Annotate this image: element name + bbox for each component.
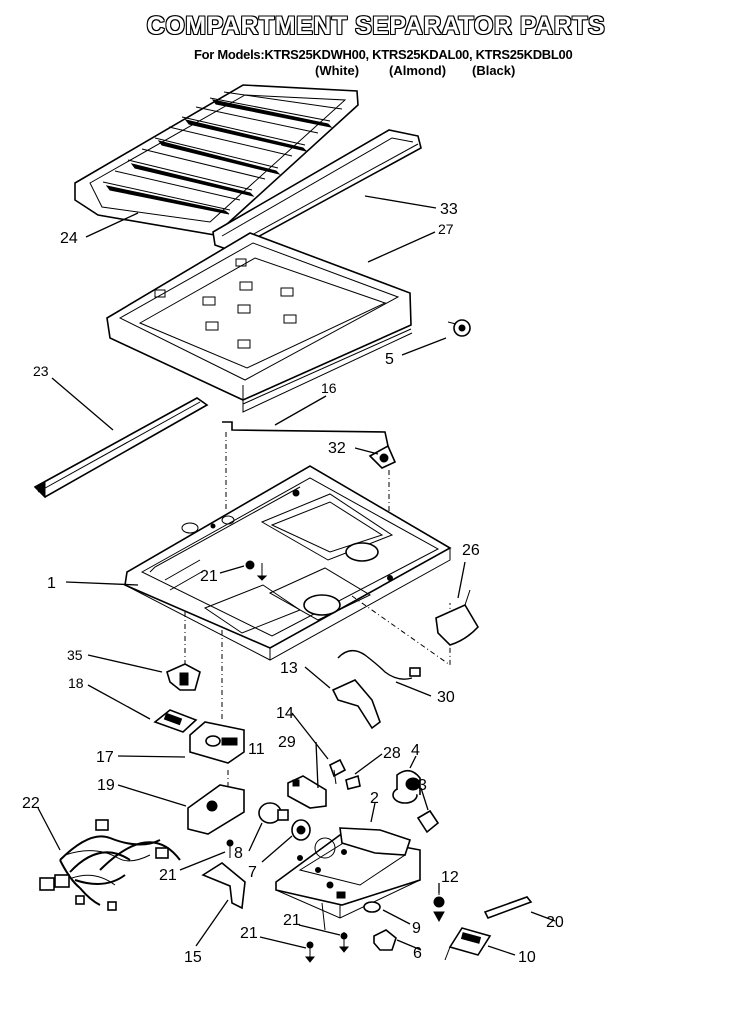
bracket-part-13 xyxy=(331,679,381,730)
lamp-socket-part-7 xyxy=(291,819,311,841)
callout-29: 29 xyxy=(278,734,296,751)
bracket-part-35 xyxy=(166,663,201,691)
thermostat-part-32 xyxy=(368,444,397,580)
deflector-part-15 xyxy=(201,862,246,910)
callout-20: 20 xyxy=(546,914,564,931)
gasket-strip-part-23 xyxy=(33,397,209,499)
callout-8: 8 xyxy=(234,845,243,862)
callout-18: 18 xyxy=(68,675,84,691)
callout-10: 10 xyxy=(518,949,536,966)
sensor-wire-part-30 xyxy=(337,650,421,680)
callout-35: 35 xyxy=(67,647,83,663)
screw-part-21-lamp xyxy=(226,839,234,858)
callout-9: 9 xyxy=(412,920,421,937)
callout-1: 1 xyxy=(47,575,56,592)
callout-27: 27 xyxy=(438,221,454,237)
callout-21-bottom-left: 21 xyxy=(240,925,258,942)
damper-motor-part-4 xyxy=(392,769,421,804)
screw-part-21-bottom-left xyxy=(304,941,316,963)
shelf-frame-part-27 xyxy=(106,232,413,413)
front-trim-part-33 xyxy=(212,129,422,252)
color-white-label: (White) xyxy=(315,63,360,78)
callout-2: 2 xyxy=(370,790,379,807)
leader-lines xyxy=(37,195,556,956)
callout-19: 19 xyxy=(97,777,115,794)
switch-part-6 xyxy=(373,929,397,951)
control-bracket-part-2 xyxy=(275,827,421,931)
screw-part-12 xyxy=(433,890,445,923)
shelf-grille-part-24 xyxy=(74,84,359,236)
spacer-part-9 xyxy=(363,901,381,913)
models-line: For Models:KTRS25KDWH00, KTRS25KDAL00, K… xyxy=(194,47,573,62)
separator-base-part-1 xyxy=(124,465,452,722)
clip-part-5 xyxy=(447,319,471,337)
page-title: COMPARTMENT SEPARATOR PARTS xyxy=(146,12,606,40)
callout-28: 28 xyxy=(383,745,401,762)
callout-33: 33 xyxy=(440,201,458,218)
callout-4: 4 xyxy=(411,742,420,759)
rod-part-20 xyxy=(483,896,533,920)
callout-12: 12 xyxy=(441,869,459,886)
callout-21-lamp: 21 xyxy=(159,867,177,884)
callout-15: 15 xyxy=(184,949,202,966)
callout-13: 13 xyxy=(280,660,298,677)
control-panel-part-19 xyxy=(187,770,245,835)
callout-6: 6 xyxy=(413,945,422,962)
callout-24: 24 xyxy=(60,230,78,247)
color-almond-label: (Almond) xyxy=(389,63,447,78)
callout-23: 23 xyxy=(33,363,49,379)
small-bracket-part-3 xyxy=(416,809,440,834)
callout-11: 11 xyxy=(248,741,265,758)
callout-7: 7 xyxy=(248,864,257,881)
callout-30: 30 xyxy=(437,689,455,706)
clip-part-29 xyxy=(287,775,327,809)
hinge-part-10 xyxy=(444,927,492,961)
pad-part-28 xyxy=(345,774,361,790)
callout-26: 26 xyxy=(462,542,480,559)
control-housing-part-17 xyxy=(189,721,245,764)
callout-17: 17 xyxy=(96,749,114,766)
screw-part-21-upper xyxy=(245,560,268,581)
screw-part-21-bottom-right xyxy=(338,932,350,953)
callout-32: 32 xyxy=(328,440,346,457)
callout-5: 5 xyxy=(385,351,394,368)
callout-14: 14 xyxy=(276,705,294,722)
wire-part-16 xyxy=(222,421,389,512)
callout-21-upper: 21 xyxy=(200,568,218,585)
callout-21-bottom-right: 21 xyxy=(283,912,301,929)
retainer-part-14 xyxy=(329,758,347,785)
color-black-label: (Black) xyxy=(472,63,516,78)
lamp-bulb-part-8 xyxy=(258,802,289,824)
callout-3: 3 xyxy=(418,777,427,794)
grille-part-18 xyxy=(153,709,198,733)
callout-22: 22 xyxy=(22,795,40,812)
callout-16: 16 xyxy=(321,380,337,396)
air-baffle-part-26 xyxy=(435,589,479,646)
wiring-harness-part-22 xyxy=(39,819,181,911)
